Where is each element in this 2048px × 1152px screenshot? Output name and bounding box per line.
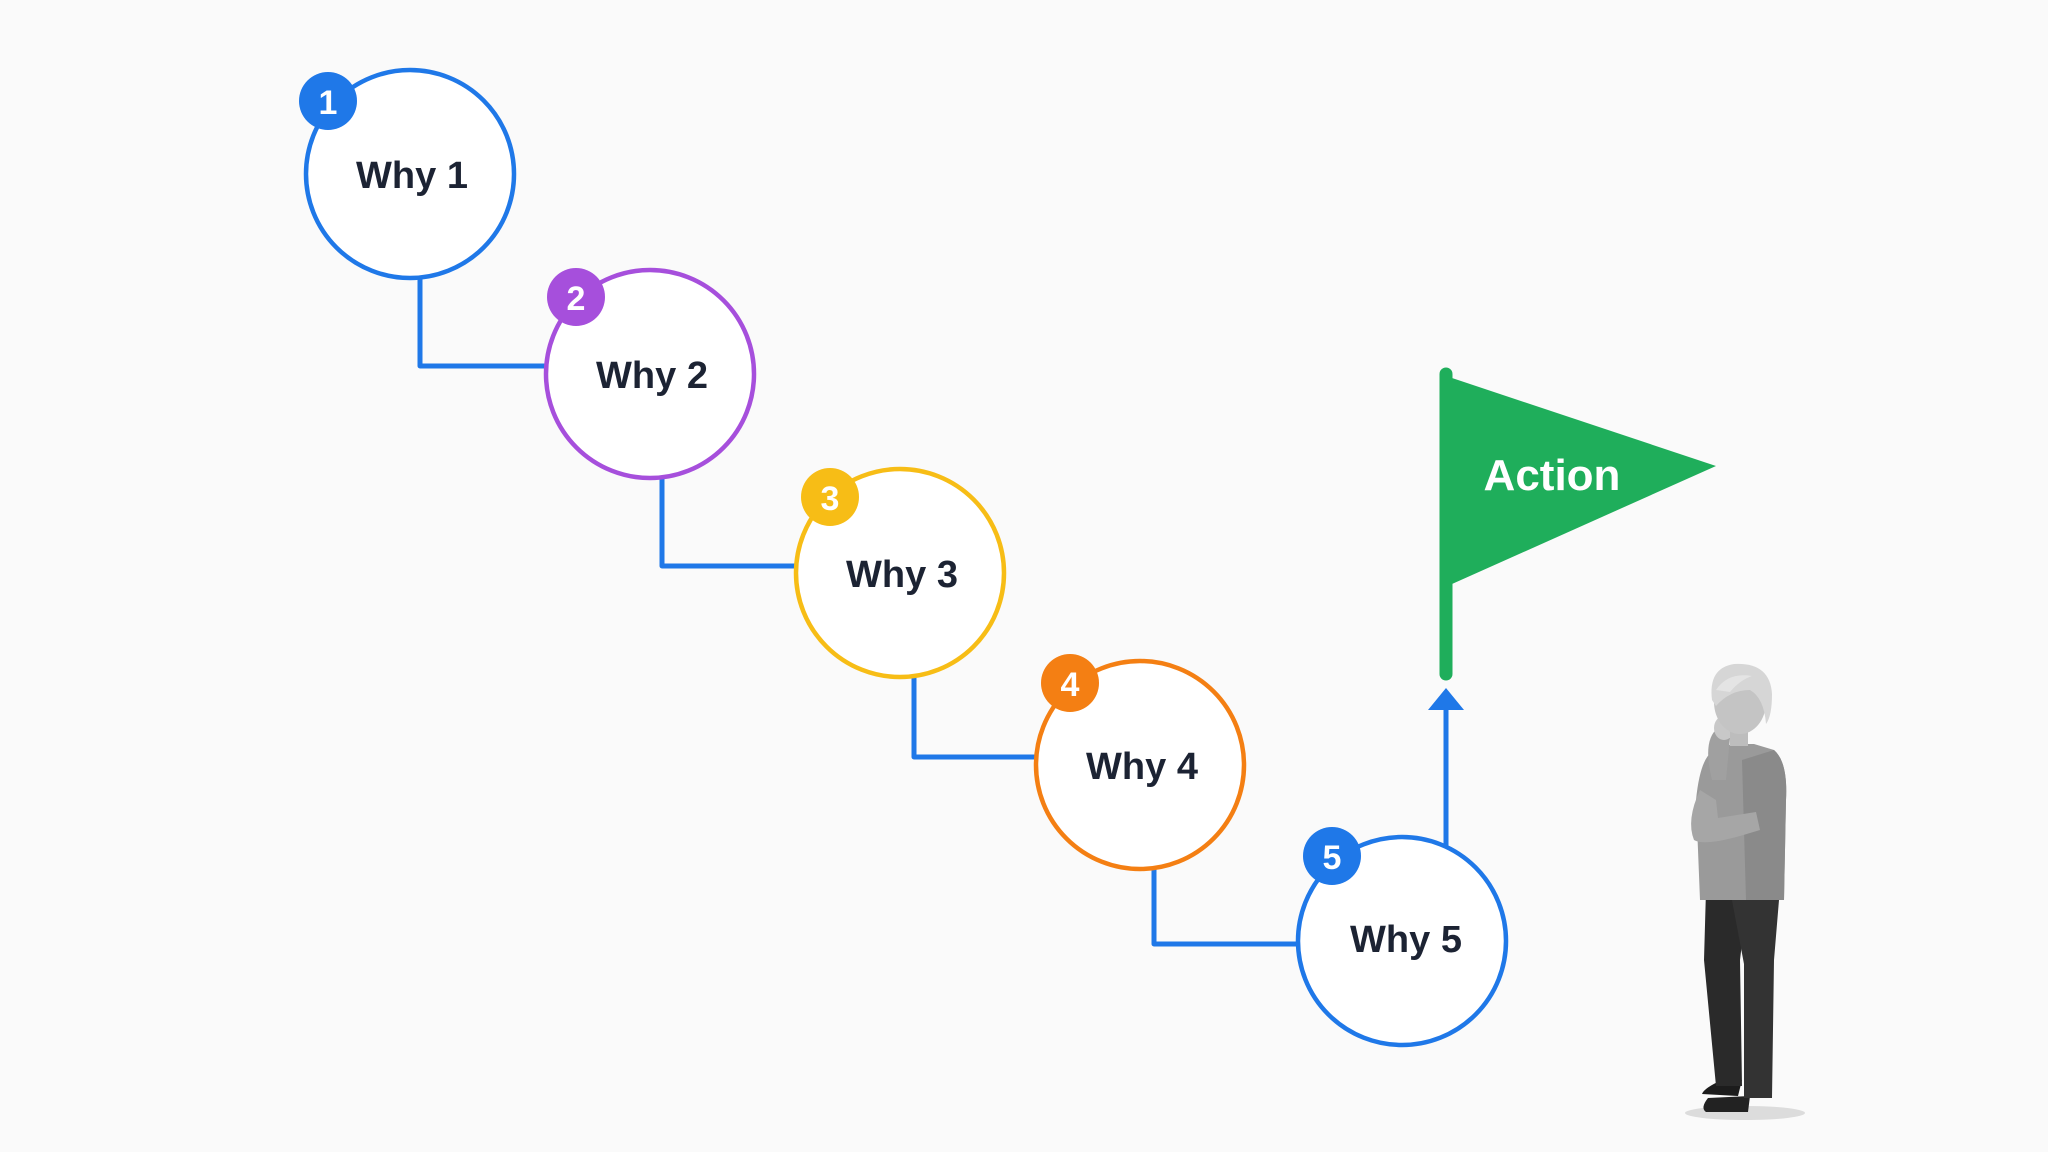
step-label: Why 3 <box>846 554 958 596</box>
step-label: Why 5 <box>1350 919 1462 961</box>
step-number-badge <box>299 72 357 130</box>
step-number-badge <box>1303 827 1361 885</box>
step-number-badge <box>1041 654 1099 712</box>
step-number: 4 <box>1061 666 1080 704</box>
flag-label: Action <box>1484 451 1621 500</box>
step-label: Why 2 <box>596 355 708 397</box>
step-number-badge <box>547 268 605 326</box>
step-why-5: Why 5 5 <box>1295 827 1509 1048</box>
step-why-3: Why 3 3 <box>793 466 1007 680</box>
action-flag: Action <box>1439 367 1716 681</box>
step-why-1: Why 1 1 <box>299 67 517 281</box>
step-circle <box>1295 834 1509 1048</box>
arrow-up-icon <box>1428 688 1464 710</box>
step-number: 2 <box>567 280 586 318</box>
connector-2-3 <box>659 473 798 569</box>
step-circle <box>543 267 757 481</box>
step-why-2: Why 2 2 <box>543 267 757 481</box>
step-circle <box>303 67 517 281</box>
thinking-person-illustration <box>1685 663 1805 1120</box>
step-number: 5 <box>1323 839 1342 877</box>
step-label: Why 4 <box>1086 746 1198 788</box>
step-number-badge <box>801 468 859 526</box>
step-number: 3 <box>821 480 840 518</box>
connector-3-4 <box>911 673 1039 760</box>
step-number: 1 <box>319 84 338 122</box>
step-why-4: Why 4 4 <box>1033 654 1247 872</box>
connector-4-5 <box>1151 865 1301 947</box>
step-label: Why 1 <box>356 155 468 197</box>
step-circle <box>1033 658 1247 872</box>
flag-banner <box>1452 378 1716 584</box>
connectors <box>417 273 1449 947</box>
step-circle <box>793 466 1007 680</box>
connector-1-2 <box>417 273 547 369</box>
